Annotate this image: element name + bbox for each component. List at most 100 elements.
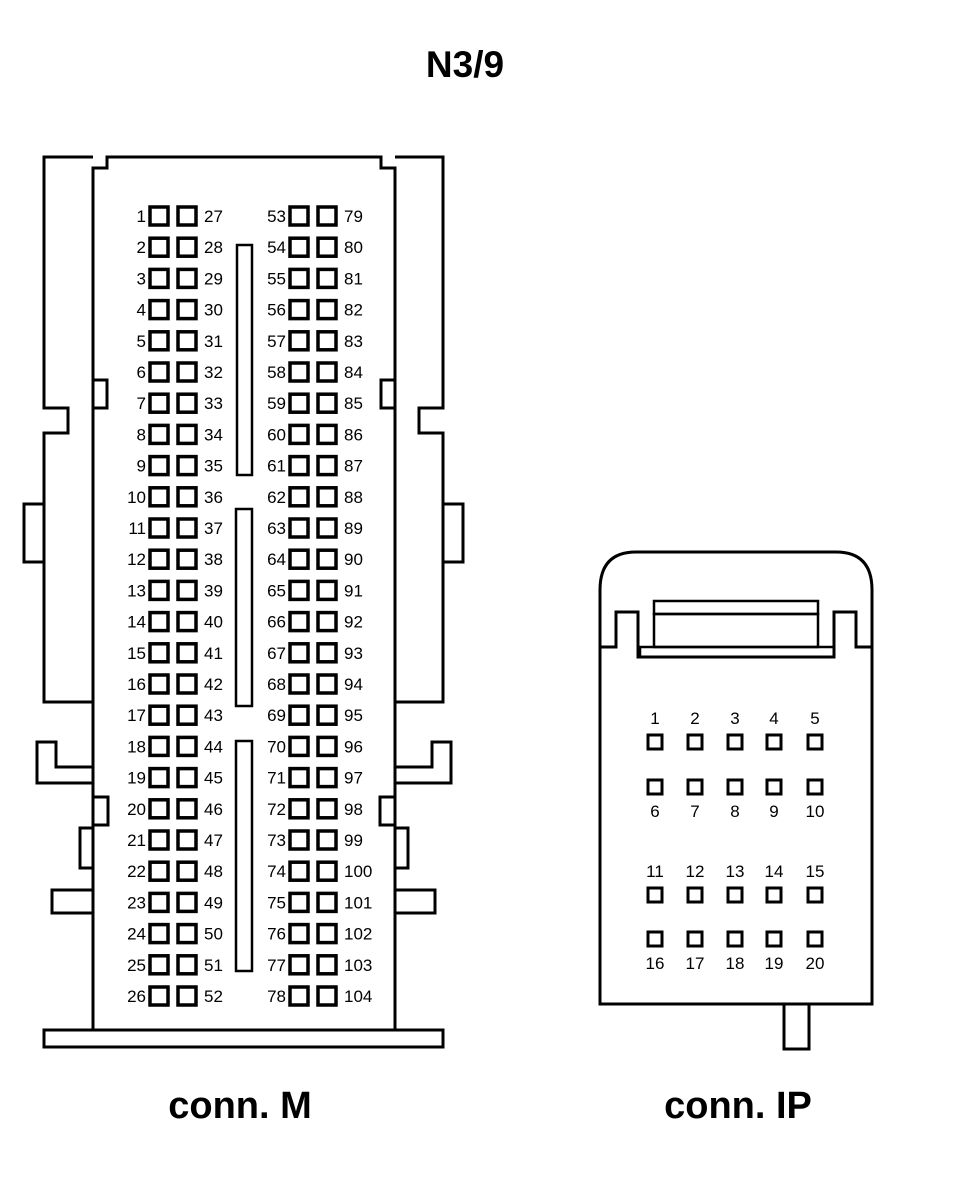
pin-103 (316, 954, 338, 976)
pin-label: 11 (128, 519, 146, 538)
pin-84 (316, 361, 338, 383)
pin-27 (176, 205, 198, 227)
pin-16 (148, 673, 170, 695)
pin-83 (316, 330, 338, 352)
pin-23 (148, 891, 170, 914)
ip-pin-20 (806, 930, 824, 948)
pin-label: 26 (127, 987, 146, 1006)
pin-label: 67 (267, 644, 286, 663)
connector-m-left-wall-upper (42, 155, 93, 704)
pin-label: 61 (267, 457, 286, 476)
pin-7 (148, 392, 170, 414)
pin-label: 31 (204, 332, 223, 351)
pin-label: 3 (137, 269, 146, 288)
pin-label: 91 (344, 581, 363, 600)
pin-label: 44 (204, 737, 223, 756)
pin-29 (176, 267, 198, 290)
connector-m-left-foot (50, 888, 93, 915)
pin-53 (288, 205, 310, 227)
pin-label: 32 (204, 363, 223, 382)
pin-63 (288, 517, 310, 539)
ip-pin-7 (686, 778, 704, 796)
ip-pin-label: 2 (690, 709, 699, 728)
connector-m-center-rib-bottom (234, 739, 254, 973)
pin-58 (288, 361, 310, 383)
pin-33 (176, 392, 198, 414)
pin-34 (176, 423, 198, 446)
ip-pin-label: 13 (726, 862, 745, 881)
pin-17 (148, 704, 170, 726)
connector-m-caption: conn. M (168, 1085, 312, 1127)
pin-label: 46 (204, 800, 223, 819)
connector-m-right-wall-upper (395, 155, 445, 704)
pin-label: 18 (127, 737, 146, 756)
pin-label: 63 (267, 519, 286, 538)
connector-m-base (42, 1028, 445, 1049)
pin-label: 100 (344, 862, 372, 881)
ip-pin-label: 7 (690, 802, 699, 821)
pin-97 (316, 766, 338, 789)
ip-pin-19 (765, 930, 783, 948)
pin-label: 33 (204, 394, 223, 413)
pin-label: 62 (267, 488, 286, 507)
pin-28 (176, 236, 198, 258)
ip-pin-12 (686, 886, 704, 904)
pin-label: 65 (267, 581, 286, 600)
pin-label: 55 (267, 269, 286, 288)
ip-pin-label: 8 (730, 802, 739, 821)
ip-pin-label: 16 (646, 954, 665, 973)
pin-55 (288, 267, 310, 290)
pin-4 (148, 298, 170, 321)
ip-pin-label: 10 (806, 802, 825, 821)
pin-21 (148, 829, 170, 851)
pin-22 (148, 860, 170, 882)
connector-m-left-key-lower (91, 795, 110, 827)
connector-m-right-latch (441, 502, 465, 564)
pin-label: 84 (344, 363, 363, 382)
pin-9 (148, 454, 170, 477)
pin-65 (288, 579, 310, 602)
pin-label: 104 (344, 987, 372, 1006)
pin-label: 6 (137, 363, 146, 382)
ip-pin-18 (726, 930, 744, 948)
connector-m-right-key-upper (379, 378, 397, 410)
pin-52 (176, 985, 198, 1007)
pin-96 (316, 735, 338, 758)
pin-20 (148, 798, 170, 820)
pin-57 (288, 330, 310, 352)
pin-label: 17 (127, 706, 146, 725)
pin-92 (316, 610, 338, 633)
pin-label: 2 (137, 238, 146, 257)
ip-pin-label: 14 (765, 862, 784, 881)
pin-98 (316, 798, 338, 820)
pin-label: 10 (127, 488, 146, 507)
pin-label: 58 (267, 363, 286, 382)
pin-99 (316, 829, 338, 851)
pin-label: 34 (204, 425, 223, 444)
pin-label: 96 (344, 737, 363, 756)
pin-label: 75 (267, 893, 286, 912)
ip-pin-6 (646, 778, 664, 796)
pin-89 (316, 517, 338, 539)
pin-label: 41 (204, 644, 223, 663)
pin-82 (316, 298, 338, 321)
pin-label: 80 (344, 238, 363, 257)
pin-79 (316, 205, 338, 227)
pin-label: 35 (204, 457, 223, 476)
pin-label: 16 (127, 675, 146, 694)
connector-ip-top-slot (652, 612, 820, 649)
pin-label: 86 (344, 425, 363, 444)
pin-label: 39 (204, 581, 223, 600)
pin-label: 85 (344, 394, 363, 413)
pin-label: 43 (204, 706, 223, 725)
pin-100 (316, 860, 338, 882)
pin-51 (176, 954, 198, 976)
ip-pin-label: 19 (765, 954, 784, 973)
pin-label: 87 (344, 457, 363, 476)
pin-label: 30 (204, 301, 223, 320)
pin-label: 97 (344, 769, 363, 788)
connector-m-body-outline (91, 155, 397, 1030)
pin-48 (176, 860, 198, 882)
ip-pin-label: 3 (730, 709, 739, 728)
